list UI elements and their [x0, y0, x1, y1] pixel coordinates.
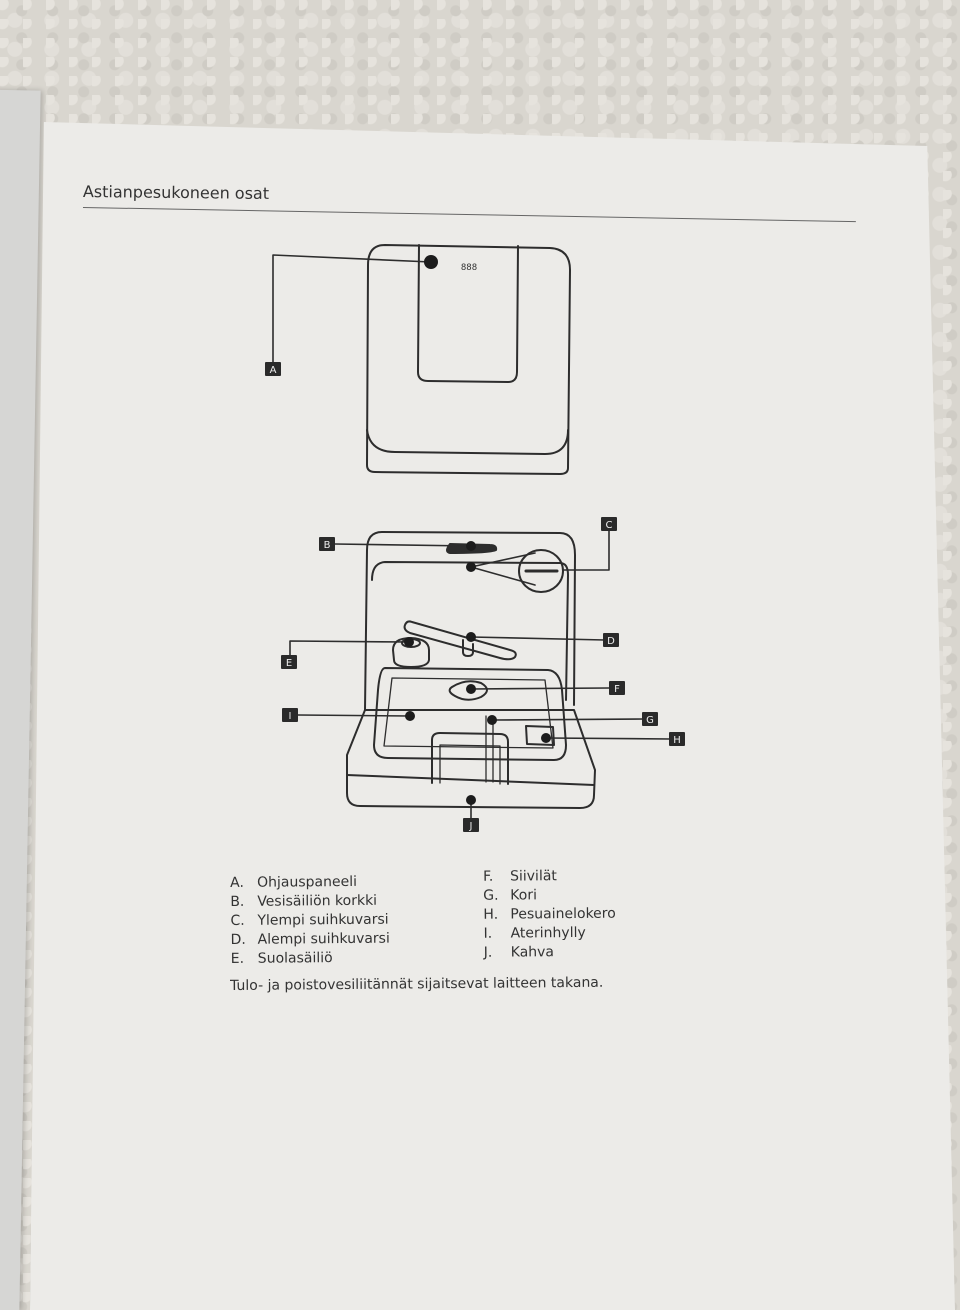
- legend-item: I. Aterinhylly: [483, 923, 743, 944]
- legend-item: F. Siivilät: [483, 866, 743, 887]
- legend-column-right: F. Siivilät G. Kori H. Pesuainelokero I. Ate…: [483, 866, 744, 963]
- legend-item: H. Pesuainelokero: [483, 904, 743, 925]
- legend-item: D. Alempi suihkuvarsi: [231, 929, 491, 950]
- legend-text: Suolasäiliö: [257, 950, 333, 967]
- legend-item: B. Vesisäiliön korkki: [230, 891, 490, 912]
- callout-label-g: G: [642, 712, 658, 726]
- svg-text:E: E: [286, 658, 292, 669]
- callout-label-d: D: [603, 633, 619, 647]
- callout-label-i: I: [282, 708, 298, 722]
- legend-item: G. Kori: [483, 885, 743, 906]
- callout-label-f: F: [609, 681, 625, 695]
- legend-letter: B.: [230, 893, 245, 910]
- legend-letter: C.: [230, 912, 245, 929]
- legend-letter: A.: [230, 874, 244, 891]
- legend-item: J. Kahva: [484, 942, 744, 963]
- legend-text: Siivilät: [509, 868, 557, 885]
- callout-label-j: J: [463, 818, 479, 832]
- svg-text:F: F: [614, 684, 620, 695]
- callout-label-a: A: [265, 362, 281, 376]
- connection-note: Tulo- ja poistovesiliitännät sijaitsevat…: [230, 974, 604, 994]
- legend-text: Aterinhylly: [510, 924, 586, 942]
- legend-text: Alempi suihkuvarsi: [257, 930, 390, 948]
- legend-letter: F.: [482, 868, 494, 885]
- legend-letter: G.: [483, 887, 499, 904]
- legend-item: A. Ohjauspaneeli: [230, 872, 490, 893]
- legend-text: Vesisäiliön korkki: [257, 892, 378, 910]
- svg-text:H: H: [673, 735, 681, 746]
- legend-letter: J.: [483, 944, 493, 961]
- svg-text:D: D: [607, 636, 615, 647]
- callout-label-b: B: [319, 537, 335, 551]
- dishwasher-closed-illustration: [366, 244, 571, 475]
- callout-labels: A B C D E F G H I J: [265, 362, 685, 832]
- dishwasher-parts-diagram: 888 A B C D E F G H I J: [265, 244, 685, 832]
- legend-column-left: A. Ohjauspaneeli B. Vesisäiliön korkki C. Y…: [230, 872, 491, 969]
- legend-text: Pesuainelokero: [510, 905, 616, 923]
- svg-text:B: B: [324, 540, 331, 551]
- svg-text:A: A: [270, 365, 277, 376]
- callout-label-e: E: [281, 655, 297, 669]
- callout-dots: [404, 255, 551, 805]
- control-panel-display: 888: [461, 263, 477, 273]
- svg-text:G: G: [646, 715, 654, 726]
- legend-letter: D.: [230, 931, 246, 948]
- legend-item: C. Ylempi suihkuvarsi: [230, 910, 490, 931]
- callout-label-h: H: [669, 732, 685, 746]
- legend-text: Kahva: [510, 944, 555, 961]
- legend-letter: E.: [230, 950, 245, 967]
- callout-leaders: [272, 254, 672, 819]
- legend-text: Ohjauspaneeli: [257, 873, 358, 891]
- svg-text:I: I: [289, 711, 292, 722]
- svg-text:J: J: [469, 821, 473, 832]
- legend-text: Kori: [510, 887, 538, 904]
- legend-item: E. Suolasäiliö: [231, 948, 491, 969]
- legend-letter: I.: [483, 925, 493, 942]
- legend-text: Ylempi suihkuvarsi: [257, 911, 389, 929]
- dishwasher-open-illustration: [346, 531, 596, 809]
- callout-label-c: C: [601, 517, 617, 531]
- svg-text:C: C: [606, 520, 613, 531]
- legend-letter: H.: [483, 906, 499, 923]
